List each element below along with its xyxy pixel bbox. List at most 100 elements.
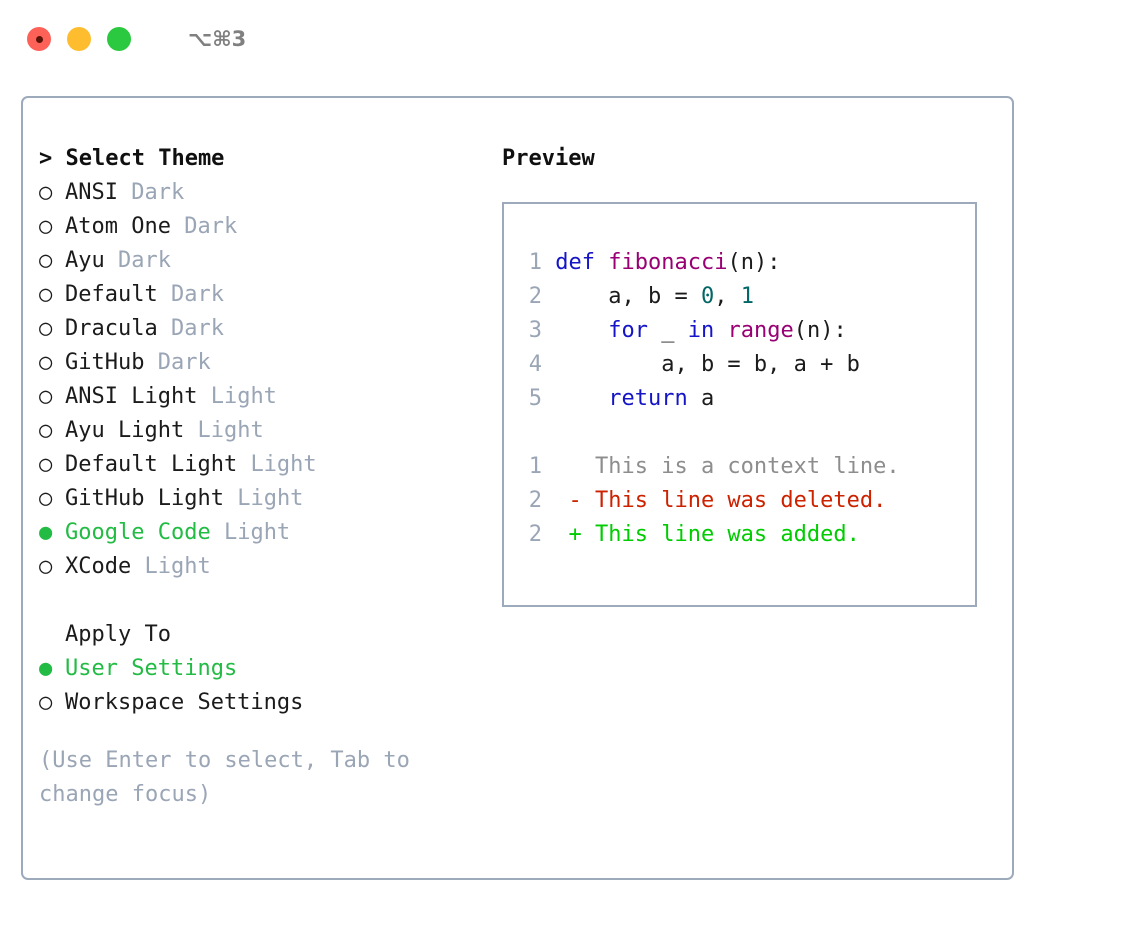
- apply-to-item-workspace-settings[interactable]: ○Workspace Settings: [39, 686, 494, 720]
- code-token-txt: a, b =: [555, 284, 701, 309]
- select-theme-header-text: > Select Theme: [39, 146, 225, 171]
- theme-item-dracula[interactable]: ○Dracula Dark: [39, 312, 494, 346]
- radio-unselected-icon: ○: [39, 554, 53, 579]
- theme-item-space: [158, 282, 171, 307]
- code-gutter-space: [542, 318, 555, 343]
- radio-unselected-icon: ○: [39, 248, 53, 273]
- theme-item-name: Google Code: [65, 520, 211, 545]
- theme-item-space: [171, 214, 184, 239]
- code-gutter-space: [542, 284, 555, 309]
- radio-unselected-icon: ○: [39, 486, 53, 511]
- theme-item-ansi-light[interactable]: ○ANSI Light Light: [39, 380, 494, 414]
- theme-item-name: GitHub Light: [65, 486, 224, 511]
- code-token-txt: [555, 386, 608, 411]
- code-token-num: 0: [700, 284, 715, 309]
- radio-selected-icon: ●: [39, 656, 53, 681]
- keyboard-shortcut-label: ⌥⌘3: [188, 27, 247, 51]
- theme-item-mode-tag: Dark: [170, 282, 224, 307]
- diff-line-number: 1: [528, 454, 542, 479]
- theme-item-default[interactable]: ○ Default Dark: [39, 278, 494, 312]
- code-token-txt: [714, 318, 727, 343]
- code-line: 4 a, b = b, a + b: [516, 348, 966, 382]
- apply-to-item-name: Workspace Settings: [65, 690, 304, 715]
- theme-item-mode-tag: Light: [223, 520, 291, 545]
- theme-item-name: ANSI Light: [65, 384, 198, 409]
- theme-item-name: Ayu Light: [65, 418, 185, 443]
- code-token-kw: return: [608, 386, 688, 411]
- code-line-number: 5: [528, 386, 542, 411]
- theme-item-name: Ayu: [65, 248, 105, 273]
- code-token-fn: fibonacci: [608, 250, 728, 275]
- theme-item-space: [197, 384, 210, 409]
- minimize-button[interactable]: [67, 27, 91, 51]
- code-token-txt: ,: [714, 284, 741, 309]
- diff-line-number: 2: [528, 488, 542, 513]
- code-line-number: 2: [528, 284, 542, 309]
- theme-item-mode-tag: Dark: [184, 214, 238, 239]
- main-panel: > Select Theme ○ANSI Dark○Atom One Dark○…: [21, 96, 1014, 880]
- code-token-txt: a: [687, 386, 715, 411]
- theme-item-default-light[interactable]: ○Default Light Light: [39, 448, 494, 482]
- theme-item-xcode[interactable]: ○ XCode Light: [39, 550, 494, 584]
- theme-item-mode-tag: Dark: [118, 248, 171, 273]
- apply-to-header-text: Apply To: [65, 622, 171, 647]
- radio-unselected-icon: ○: [39, 418, 53, 443]
- apply-to-item-name: User Settings: [65, 656, 238, 681]
- preview-title: Preview: [502, 146, 595, 171]
- code-token-txt: [555, 318, 608, 343]
- theme-item-mode-tag: Dark: [131, 180, 185, 205]
- theme-item-name: Default Light: [65, 452, 238, 477]
- radio-unselected-icon: ○: [39, 214, 53, 239]
- theme-item-atom-one[interactable]: ○Atom One Dark: [39, 210, 494, 244]
- zoom-button[interactable]: [107, 27, 131, 51]
- preview-section-gap: [516, 416, 966, 450]
- code-token-txt: _: [647, 318, 688, 343]
- diff-line-text: - This line was deleted.: [542, 488, 887, 513]
- theme-list: ○ANSI Dark○Atom One Dark○Ayu Dark○Defaul…: [39, 176, 494, 584]
- theme-item-space: [105, 248, 118, 273]
- radio-unselected-icon: ○: [39, 316, 53, 341]
- theme-item-ayu-light[interactable]: ○ Ayu Light Light: [39, 414, 494, 448]
- radio-unselected-icon: ○: [39, 452, 53, 477]
- theme-item-name: XCode: [65, 554, 132, 579]
- close-button[interactable]: [27, 27, 51, 51]
- titlebar: ⌥⌘3: [0, 0, 1140, 78]
- theme-item-space: [224, 486, 237, 511]
- theme-item-space: [158, 316, 171, 341]
- code-token-txt: a, b = b, a + b: [555, 352, 860, 377]
- code-token-kw: in: [687, 318, 715, 343]
- code-gutter-space: [542, 250, 555, 275]
- theme-item-mode-tag: Dark: [170, 316, 224, 341]
- theme-item-space: [211, 520, 224, 545]
- theme-item-ayu[interactable]: ○ Ayu Dark: [39, 244, 494, 278]
- theme-item-mode-tag: Light: [197, 418, 264, 443]
- diff-line-context: 1 This is a context line.: [516, 450, 966, 484]
- theme-item-github[interactable]: ○GitHub Dark: [39, 346, 494, 380]
- code-token-txt: [595, 250, 608, 275]
- theme-item-space: [237, 452, 250, 477]
- keyboard-hint: (Use Enter to select, Tab to change focu…: [39, 748, 410, 807]
- theme-item-ansi[interactable]: ○ANSI Dark: [39, 176, 494, 210]
- apply-to-header: Apply To: [39, 618, 494, 652]
- theme-item-google-code[interactable]: ●Google Code Light: [39, 516, 494, 550]
- panel-columns: > Select Theme ○ANSI Dark○Atom One Dark○…: [23, 98, 1012, 878]
- code-line: 2 a, b = 0, 1: [516, 280, 966, 314]
- code-token-fn: range: [727, 318, 794, 343]
- code-line: 5 return a: [516, 382, 966, 416]
- code-line: 3 for _ in range(n):: [516, 314, 966, 348]
- theme-item-github-light[interactable]: ○GitHub Light Light: [39, 482, 494, 516]
- radio-unselected-icon: ○: [39, 282, 53, 307]
- code-line: 1 def fibonacci(n):: [516, 246, 966, 280]
- code-token-punc: (n):: [727, 250, 781, 275]
- theme-item-name: ANSI: [65, 180, 118, 205]
- theme-item-name: Default: [65, 282, 158, 307]
- code-token-kw: def: [555, 250, 595, 275]
- code-token-num: 1: [740, 284, 754, 309]
- preview-column: Preview 1 def fibonacci(n):2 a, b = 0, 1…: [502, 142, 1002, 607]
- code-line-number: 3: [528, 318, 542, 343]
- theme-item-mode-tag: Light: [144, 554, 211, 579]
- code-token-punc: (n):: [793, 318, 847, 343]
- theme-item-mode-tag: Light: [210, 384, 277, 409]
- apply-to-item-user-settings[interactable]: ● User Settings: [39, 652, 494, 686]
